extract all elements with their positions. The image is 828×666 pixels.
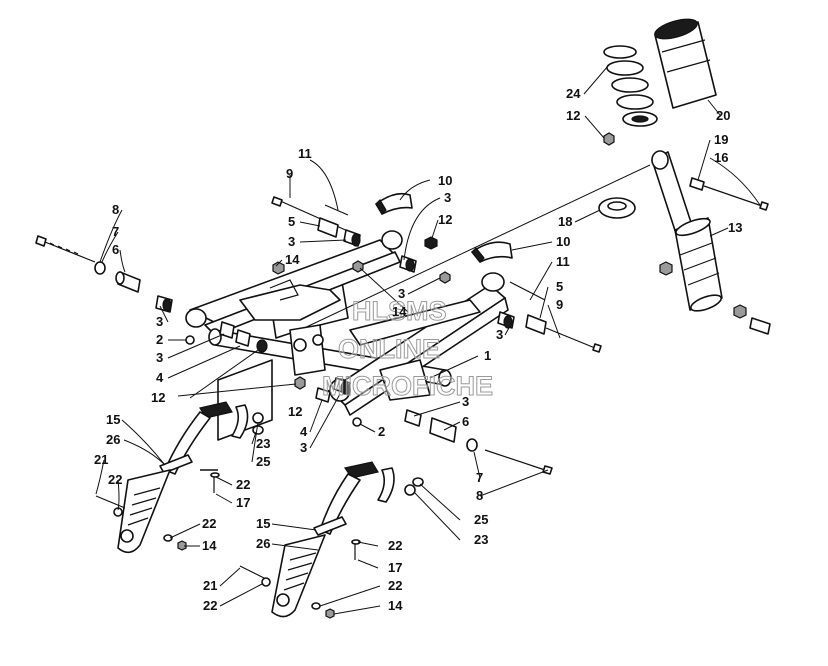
callout-20: 20 xyxy=(716,108,730,123)
callout-5: 5 xyxy=(556,279,563,294)
callout-8: 8 xyxy=(476,488,483,503)
upper-hardware xyxy=(271,192,451,284)
front-arm-assembly xyxy=(329,272,509,416)
callout-17: 17 xyxy=(236,495,250,510)
callout-12: 12 xyxy=(438,212,452,227)
callout-17: 17 xyxy=(388,560,402,575)
callout-9: 9 xyxy=(556,297,563,312)
callout-23: 23 xyxy=(256,436,270,451)
leader-lines xyxy=(95,65,761,615)
callout-14: 14 xyxy=(392,304,407,319)
watermark-line-3: MICROFICHE xyxy=(322,371,493,401)
lower-right-hardware xyxy=(294,376,553,475)
callout-labels: 8 7 6 3 2 3 4 12 11 9 5 3 14 10 3 12 10 … xyxy=(94,86,742,613)
callout-12: 12 xyxy=(151,390,165,405)
callout-22: 22 xyxy=(388,578,402,593)
callout-4: 4 xyxy=(156,370,164,385)
callout-14: 14 xyxy=(202,538,217,553)
callout-2: 2 xyxy=(378,424,385,439)
callout-4: 4 xyxy=(300,424,308,439)
callout-10: 10 xyxy=(438,173,452,188)
callout-12: 12 xyxy=(566,108,580,123)
callout-26: 26 xyxy=(256,536,270,551)
callout-22: 22 xyxy=(202,516,216,531)
callout-21: 21 xyxy=(94,452,108,467)
callout-11: 11 xyxy=(556,254,570,269)
callout-3: 3 xyxy=(462,394,469,409)
callout-22: 22 xyxy=(236,477,250,492)
callout-3: 3 xyxy=(444,190,451,205)
callout-1: 1 xyxy=(484,348,491,363)
callout-22: 22 xyxy=(108,472,122,487)
right-footrest-assembly xyxy=(239,461,424,619)
callout-16: 16 xyxy=(714,150,728,165)
callout-3: 3 xyxy=(156,350,163,365)
callout-25: 25 xyxy=(256,454,270,469)
callout-3: 3 xyxy=(398,286,405,301)
callout-22: 22 xyxy=(388,538,402,553)
callout-13: 13 xyxy=(728,220,742,235)
callout-7: 7 xyxy=(476,470,483,485)
callout-3: 3 xyxy=(288,234,295,249)
callout-23: 23 xyxy=(474,532,488,547)
left-footrest-assembly xyxy=(95,401,264,554)
callout-26: 26 xyxy=(106,432,120,447)
callout-10: 10 xyxy=(556,234,570,249)
callout-8: 8 xyxy=(112,202,119,217)
watermark: HLSMS ONLINE MICROFICHE xyxy=(322,296,494,402)
callout-14: 14 xyxy=(285,252,300,267)
left-hardware xyxy=(35,235,268,353)
callout-21: 21 xyxy=(203,578,217,593)
watermark-line-1: HLSMS xyxy=(352,296,447,326)
callout-2: 2 xyxy=(156,332,163,347)
callout-11: 11 xyxy=(298,146,312,161)
shock-absorber xyxy=(598,18,771,335)
callout-24: 24 xyxy=(566,86,581,101)
callout-19: 19 xyxy=(714,132,728,147)
callout-3: 3 xyxy=(496,327,503,342)
callout-15: 15 xyxy=(256,516,270,531)
callout-3: 3 xyxy=(156,314,163,329)
callout-5: 5 xyxy=(288,214,295,229)
callout-7: 7 xyxy=(112,224,119,239)
callout-12: 12 xyxy=(288,404,302,419)
watermark-line-2: ONLINE xyxy=(338,334,440,364)
callout-22: 22 xyxy=(203,598,217,613)
callout-15: 15 xyxy=(106,412,120,427)
callout-25: 25 xyxy=(474,512,488,527)
callout-6: 6 xyxy=(462,414,469,429)
callout-3: 3 xyxy=(300,440,307,455)
callout-14: 14 xyxy=(388,598,403,613)
right-hardware xyxy=(471,241,602,353)
callout-9: 9 xyxy=(286,166,293,181)
callout-6: 6 xyxy=(112,242,119,257)
callout-18: 18 xyxy=(558,214,572,229)
